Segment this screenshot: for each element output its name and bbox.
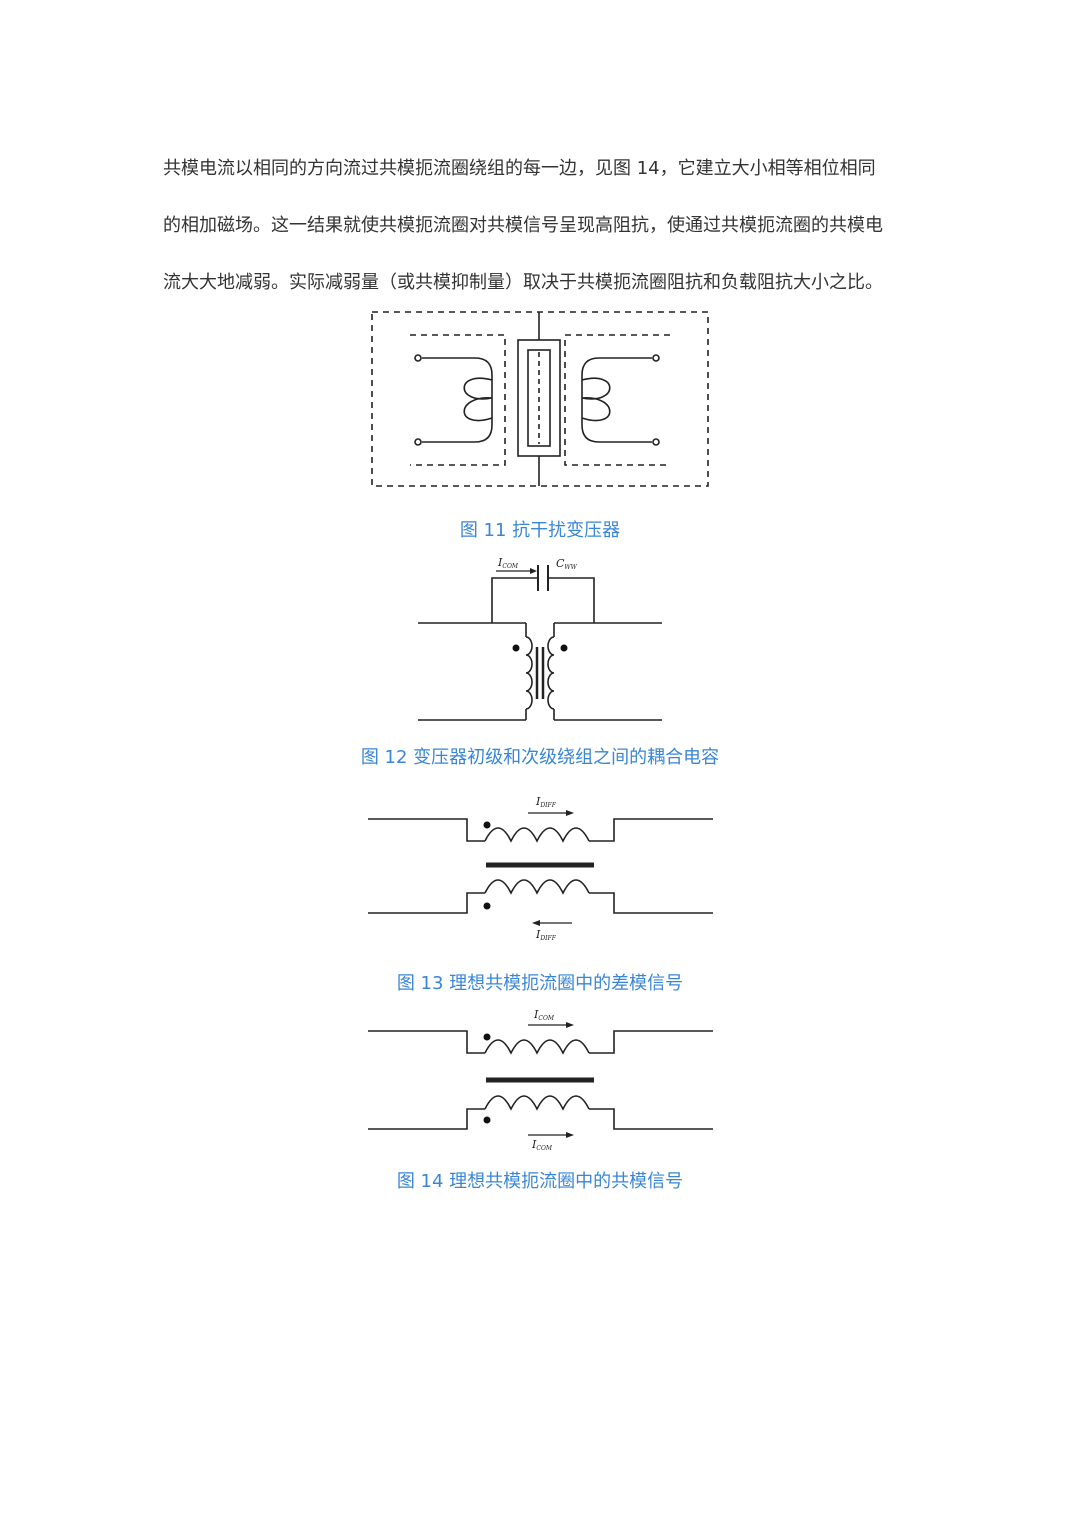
figure-14-common-mode-diagram: ICOM ICOM <box>368 1008 713 1152</box>
i-com-label: I <box>497 556 503 569</box>
figure-13-differential-mode-diagram: IDIFF IDIFF <box>368 795 713 942</box>
figure-12-coupling-capacitance-diagram: ICOM CWW <box>418 556 662 721</box>
secondary-winding-path <box>581 357 652 443</box>
svg-text:IDIFF: IDIFF <box>535 928 557 942</box>
svg-text:ICOM: ICOM <box>497 556 519 570</box>
figure-14-caption: 图 14 理想共模扼流圈中的共模信号 <box>396 1171 684 1192</box>
i-diff-top-subscript: DIFF <box>539 802 556 809</box>
i-diff-bottom-label: I <box>535 928 541 941</box>
svg-text:ICOM: ICOM <box>531 1138 553 1152</box>
svg-text:ICOM: ICOM <box>533 1008 555 1022</box>
i-diff-top-label: I <box>535 795 541 808</box>
body-paragraph: 共模电流以相同的方向流过共模扼流圈绕组的每一边，见图 14，它建立大小相等相位相… <box>163 140 923 311</box>
i-diff-bottom-subscript: DIFF <box>539 935 556 942</box>
i-com-subscript: COM <box>502 563 519 570</box>
primary-coil <box>463 377 493 422</box>
primary-winding-path <box>422 357 493 443</box>
i-com-top-subscript: COM <box>538 1015 555 1022</box>
paragraph-line-3: 流大大地减弱。实际减弱量（或共模抑制量）取决于共模扼流圈阻抗和负载阻抗大小之比。 <box>163 272 883 293</box>
i-com-bottom-label: I <box>531 1138 537 1151</box>
i-com-top-label: I <box>533 1008 539 1021</box>
paragraph-line-2: 的相加磁场。这一结果就使共模扼流圈对共模信号呈现高阻抗，使通过共模扼流圈的共模电 <box>163 215 883 236</box>
figure-11-transformer-diagram <box>371 311 709 487</box>
paragraph-line-1: 共模电流以相同的方向流过共模扼流圈绕组的每一边，见图 14，它建立大小相等相位相… <box>163 158 876 179</box>
secondary-shield <box>564 334 670 466</box>
c-ww-subscript: WW <box>564 564 577 571</box>
svg-text:CWW: CWW <box>556 557 578 571</box>
svg-text:IDIFF: IDIFF <box>535 795 557 809</box>
core-inner <box>527 349 551 447</box>
figure-13-caption: 图 13 理想共模扼流圈中的差模信号 <box>396 973 684 994</box>
primary-shield <box>410 334 506 466</box>
outer-shield-outline <box>371 311 709 487</box>
figure-12-caption: 图 12 变压器初级和次级绕组之间的耦合电容 <box>360 747 720 768</box>
secondary-coil <box>581 377 611 422</box>
c-ww-label: C <box>556 557 565 570</box>
i-com-bottom-subscript: COM <box>536 1145 553 1152</box>
figure-11-caption: 图 11 抗干扰变压器 <box>459 520 621 541</box>
